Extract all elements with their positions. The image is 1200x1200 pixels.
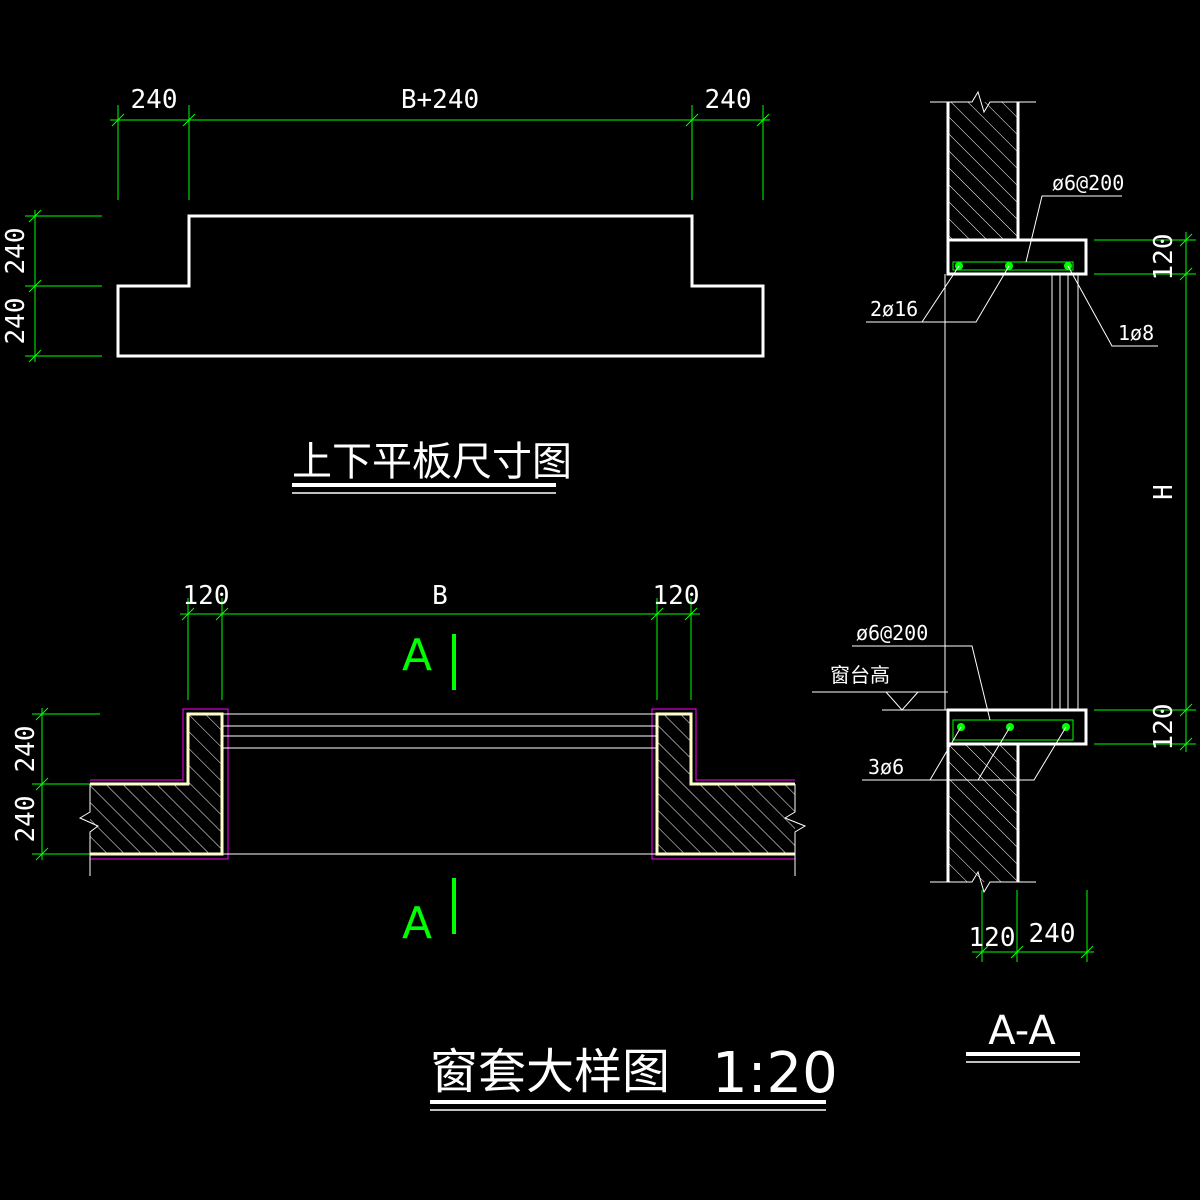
section-ticks-v (1179, 233, 1193, 751)
bottom-stirrup (952, 719, 1074, 741)
section-dim-bottom-left: 120 (969, 923, 1016, 953)
right-break-line (783, 784, 807, 876)
label-top-extra: 1ø8 (1118, 321, 1154, 345)
section-dim-right-top: 120 (1149, 234, 1179, 281)
upper-wall-hatch (948, 102, 1018, 240)
window-frame-lines (222, 713, 657, 855)
plate-dim-left: 240 (131, 85, 178, 115)
sill-height-triangle (885, 691, 919, 711)
section-aa: ø6@200 2ø16 1ø8 ø6@200 窗台高 3ø6 (812, 90, 1196, 1063)
leader-bottom-stirrup (852, 645, 991, 721)
window-title-scale: 1:20 (712, 1041, 838, 1106)
right-wall-insulation (655, 712, 795, 856)
plate-ticks-h (111, 113, 770, 127)
plate-dim-v-top: 240 (1, 228, 31, 275)
plate-outline (116, 214, 765, 358)
window-title: 窗套大样图 (430, 1044, 670, 1100)
plate-dim-right: 240 (705, 85, 752, 115)
right-wall-finish (651, 708, 795, 860)
label-bottom-main: 3ø6 (868, 755, 904, 779)
left-wall-insulation (90, 712, 224, 856)
label-bottom-stirrup: ø6@200 (856, 621, 928, 645)
leader-top-stirrup (1025, 195, 1122, 263)
plate-dim-v-bottom: 240 (1, 298, 31, 345)
label-sill-height: 窗台高 (830, 663, 890, 687)
leader-bottom-main-c (977, 726, 1011, 781)
section-dim-right-bottom: 120 (1149, 704, 1179, 751)
label-top-stirrup: ø6@200 (1052, 171, 1124, 195)
leader-bottom-main (862, 726, 1067, 781)
lower-wall-hatch (948, 744, 1018, 882)
section-window-lines (944, 274, 1079, 710)
plate-ticks-v (28, 209, 42, 363)
left-break-line (78, 784, 99, 876)
window-ticks-v (35, 707, 49, 861)
window-ticks-h (181, 607, 698, 621)
window-dim-right: 120 (653, 581, 700, 611)
window-plan: 120 B 120 240 240 (11, 581, 838, 1111)
section-dim-right-mid: H (1149, 484, 1179, 500)
window-dim-v-top: 240 (11, 726, 41, 773)
plate-dim-mid: B+240 (401, 85, 479, 115)
leader-top-main-b (921, 265, 960, 323)
section-title: A-A (988, 1008, 1056, 1054)
window-dim-v-bottom: 240 (11, 796, 41, 843)
window-dim-mid: B (432, 581, 448, 611)
lower-break-line (930, 870, 1036, 894)
plate-plan: 240 B+240 240 240 240 上下平板尺寸图 (1, 85, 770, 494)
section-dim-bottom-right: 240 (1029, 919, 1076, 949)
top-lintel (946, 238, 1088, 276)
upper-break-line (930, 90, 1036, 114)
label-top-main: 2ø16 (870, 297, 918, 321)
top-stirrup (952, 261, 1074, 271)
left-wall-finish (90, 708, 229, 860)
window-dim-left: 120 (183, 581, 230, 611)
leader-top-extra (1067, 265, 1158, 347)
leader-top-main (866, 265, 1010, 323)
section-mark-top: A (402, 630, 432, 681)
section-mark-bottom: A (402, 898, 432, 949)
section-ticks-h (975, 945, 1094, 959)
plate-title: 上下平板尺寸图 (292, 439, 572, 485)
leader-bottom-main-b (929, 726, 962, 781)
